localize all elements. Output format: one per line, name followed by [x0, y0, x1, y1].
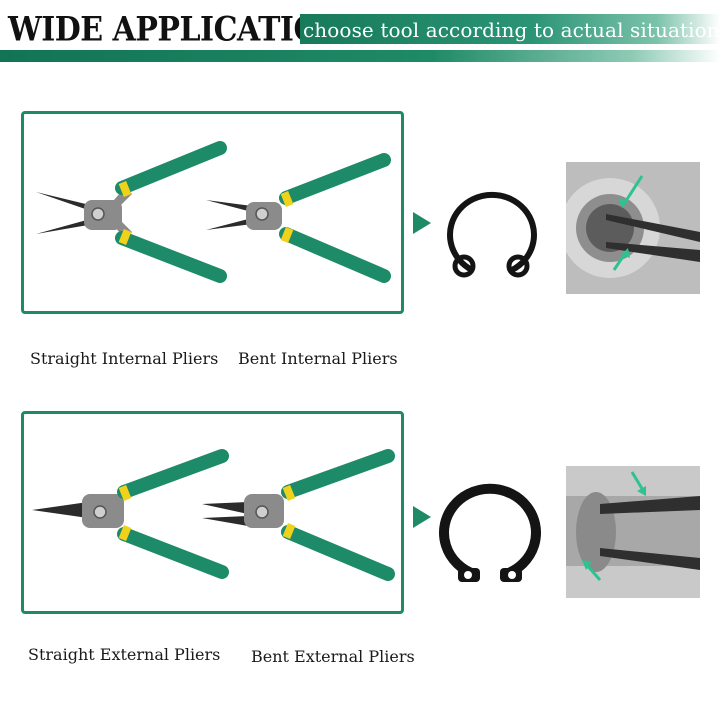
arrow-right-icon: [413, 212, 431, 234]
header-divider: [0, 50, 720, 62]
internal-pliers-usage-photo: [566, 162, 700, 294]
bent-external-pliers-image: [202, 449, 395, 581]
straight-external-pliers-caption: Straight External Pliers: [28, 645, 221, 664]
straight-external-pliers-image: [32, 449, 229, 579]
internal-circlip-icon: [447, 191, 537, 278]
external-circlip-icon: [439, 483, 541, 582]
page-subtitle: choose tool according to actual situatio…: [303, 18, 720, 42]
bent-external-pliers-caption: Bent External Pliers: [251, 647, 415, 666]
bent-internal-pliers-image: [206, 153, 391, 283]
page-title: WIDE APPLICATION: [8, 10, 347, 50]
straight-internal-pliers-caption: Straight Internal Pliers: [30, 349, 219, 368]
bent-internal-pliers-caption: Bent Internal Pliers: [238, 349, 398, 368]
arrow-right-icon: [413, 506, 431, 528]
straight-internal-pliers-image: [36, 141, 227, 283]
internal-pliers-panel: [21, 111, 404, 314]
external-pliers-panel: [21, 411, 404, 614]
subtitle-banner: [300, 14, 720, 44]
external-pliers-usage-photo: [566, 466, 700, 598]
